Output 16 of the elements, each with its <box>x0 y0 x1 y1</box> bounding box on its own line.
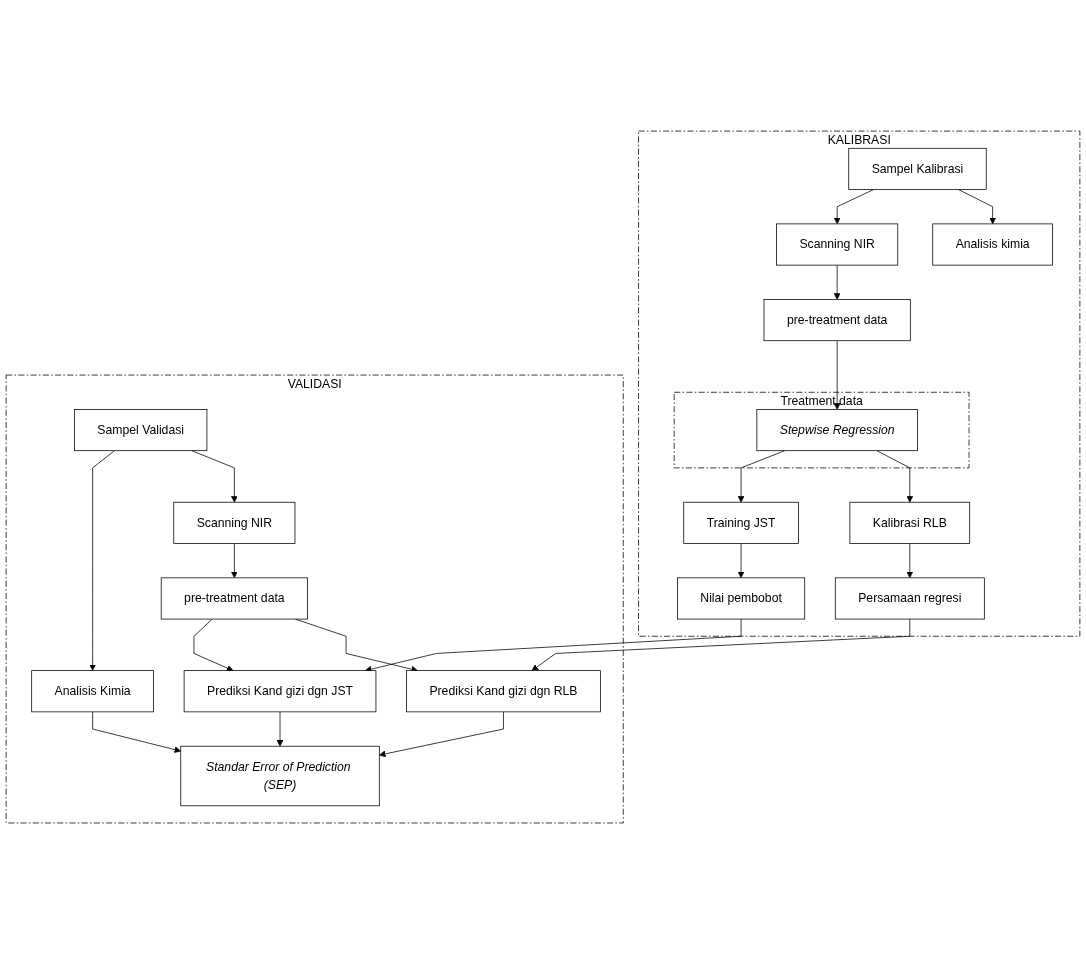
node-box: pre-treatment data <box>160 577 308 620</box>
node-box: Persamaan regresi <box>834 577 985 620</box>
node-box: pre-treatment data <box>763 299 911 342</box>
node-box: Stepwise Regression <box>756 409 918 452</box>
node-box: Prediksi Kand gizi dgn RLB <box>406 670 601 713</box>
node-box: Training JST <box>683 501 799 544</box>
node-box: Sampel Validasi <box>74 409 208 452</box>
node-box: Analisis kimia <box>932 223 1053 266</box>
node-box: Scanning NIR <box>776 223 899 266</box>
node-box: Sampel Kalibrasi <box>848 147 987 190</box>
node-box: Nilai pembobot <box>677 577 806 620</box>
node-box: Prediksi Kand gizi dgn JST <box>183 670 377 713</box>
node-box: Kalibrasi RLB <box>849 501 971 544</box>
node-box: Analisis Kimia <box>31 670 154 713</box>
node-box: Scanning NIR <box>173 501 296 544</box>
node-box: Standar Error of Prediction (SEP) <box>180 745 380 807</box>
